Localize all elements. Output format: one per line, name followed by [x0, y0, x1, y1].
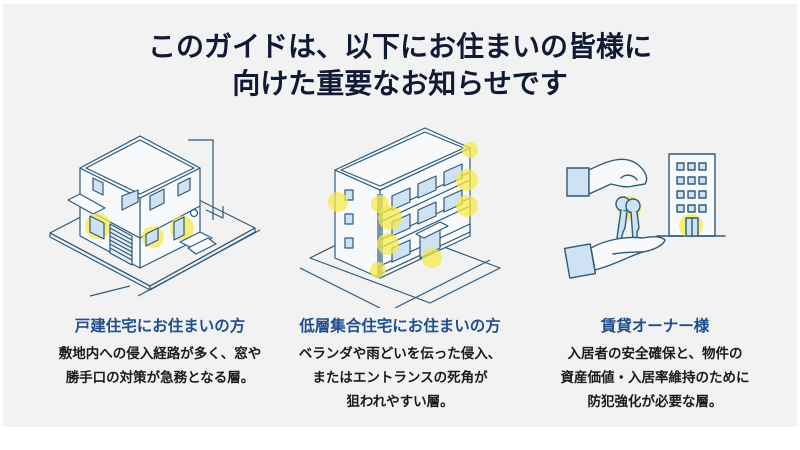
page-title: このガイドは、以下にお住まいの皆様に 向けた重要なお知らせです	[0, 28, 800, 102]
title-line-1: このガイドは、以下にお住まいの皆様に	[147, 30, 652, 63]
audience-heading: 低層集合住宅にお住まいの方	[299, 317, 501, 335]
audience-description: 敷地内への侵入経路が多く、窓や 勝手口の対策が急務となる層。	[30, 342, 290, 390]
audience-card-detached-house: 戸建住宅にお住まいの方 敷地内への侵入経路が多く、窓や 勝手口の対策が急務となる…	[30, 118, 290, 390]
apartment-building-icon	[299, 127, 501, 308]
title-line-2: 向けた重要なお知らせです	[232, 67, 568, 100]
audience-card-low-rise-apartment: 低層集合住宅にお住まいの方 ベランダや雨どいを伝った侵入、 またはエントランスの…	[270, 118, 530, 414]
description-line: 資産価値・入居率維持のために	[560, 370, 750, 386]
key-handover-icon	[563, 153, 726, 279]
audience-heading: 戸建住宅にお住まいの方	[74, 317, 246, 335]
detached-house-icon	[49, 135, 261, 297]
description-line: 入居者の安全確保と、物件の	[567, 346, 743, 362]
audience-card-rental-owner: 賃貸オーナー様 入居者の安全確保と、物件の 資産価値・入居率維持のために 防犯強…	[525, 118, 785, 414]
audience-heading: 賃貸オーナー様	[600, 317, 710, 335]
audience-description: 入居者の安全確保と、物件の 資産価値・入居率維持のために 防犯強化が必要な層。	[525, 342, 785, 414]
description-line: 狙われやすい層。	[346, 394, 454, 410]
description-line: ベランダや雨どいを伝った侵入、	[298, 346, 502, 362]
description-line: 防犯強化が必要な層。	[587, 394, 723, 410]
description-line: 勝手口の対策が急務となる層。	[65, 370, 255, 386]
description-line: またはエントランスの死角が	[312, 370, 488, 386]
description-line: 敷地内への侵入経路が多く、窓や	[58, 346, 262, 362]
audience-description: ベランダや雨どいを伝った侵入、 またはエントランスの死角が 狙われやすい層。	[270, 342, 530, 414]
